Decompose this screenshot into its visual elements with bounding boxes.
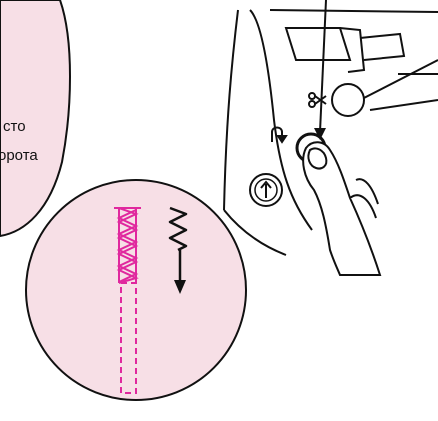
indicator-line: [320, 0, 326, 132]
label-line-1: сто: [3, 118, 26, 136]
label-line-2: орота: [0, 147, 38, 165]
scissors-icon: [309, 93, 326, 107]
finger-icon: [303, 142, 380, 275]
thread-cutter-button[interactable]: [332, 84, 364, 116]
reverse-arrow-icon: [272, 128, 286, 143]
